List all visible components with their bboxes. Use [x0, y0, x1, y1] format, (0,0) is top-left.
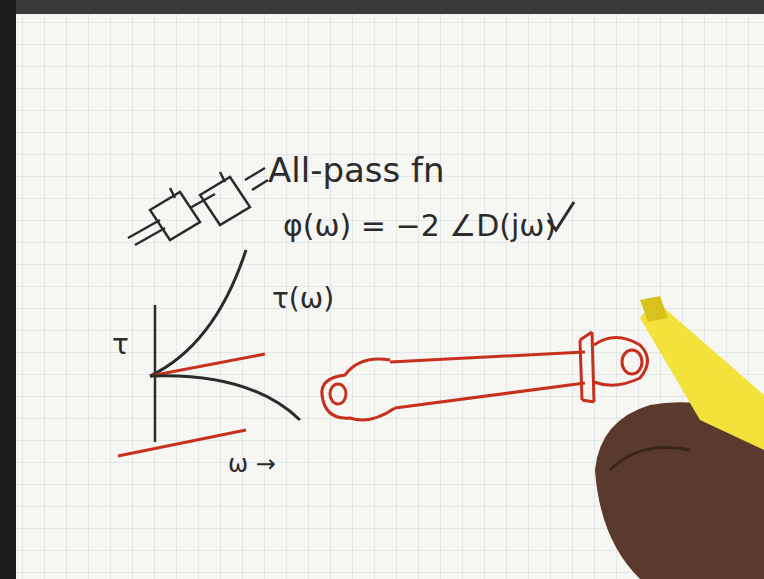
- cascade-symbol: [128, 168, 268, 245]
- axis-label: τ: [112, 328, 129, 361]
- top-edge: [0, 0, 764, 14]
- curve-label: τ(ω): [272, 282, 334, 315]
- hand-with-marker: [595, 296, 764, 579]
- left-edge: [0, 0, 16, 579]
- cable-sketch: [322, 332, 648, 420]
- phase-equation: φ(ω) = −2 ∠D(jω): [283, 208, 556, 243]
- rising-curve: [150, 250, 246, 376]
- falling-curve: [150, 376, 300, 420]
- heading-note: All-pass fn: [268, 150, 445, 190]
- axis-label: ω →: [228, 450, 276, 478]
- x-axis: [118, 430, 246, 456]
- flat-curve: [150, 354, 265, 376]
